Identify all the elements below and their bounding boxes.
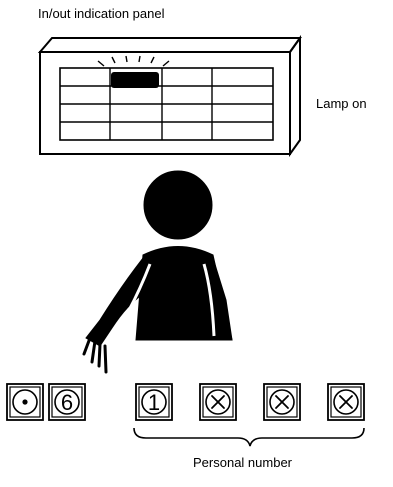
lit-lamp: [111, 72, 159, 88]
person-figure: [86, 171, 232, 346]
lamp-rays: [98, 56, 169, 66]
personal-number-brace: [134, 428, 364, 446]
dot-symbol: [22, 399, 27, 404]
pointing-hand: [84, 338, 106, 372]
indication-panel: [40, 38, 300, 154]
key-1-glyph: 1: [148, 390, 160, 415]
key-6-glyph: 6: [61, 390, 73, 415]
